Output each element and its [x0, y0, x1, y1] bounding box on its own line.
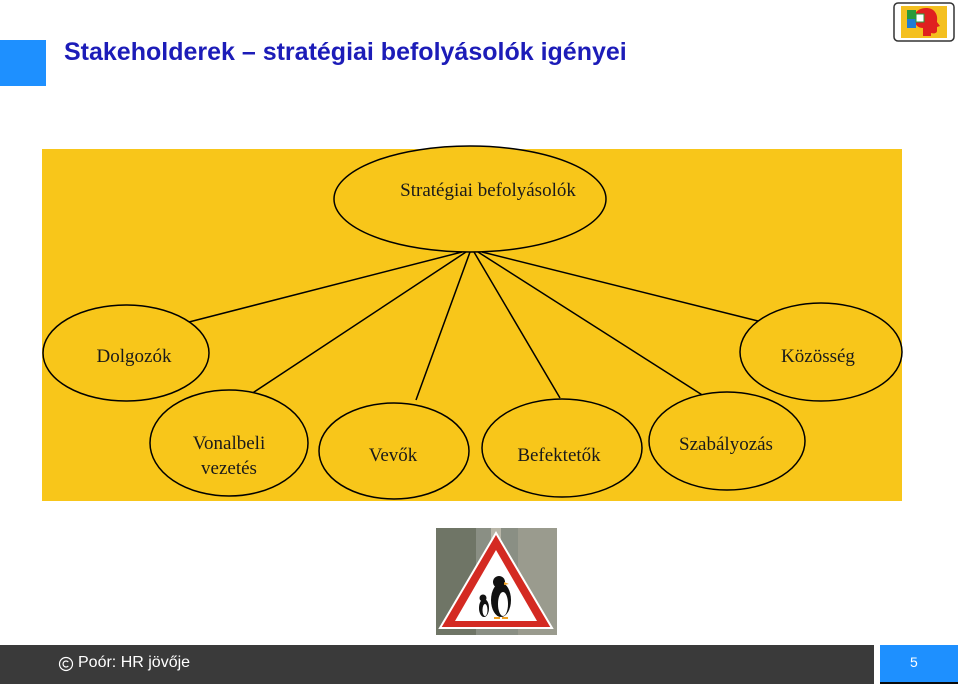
connector-lines	[188, 251, 763, 401]
node-vevok-label: Vevők	[369, 445, 418, 466]
center-node: Stratégiai befolyásolók	[333, 145, 607, 253]
node-befektetok: Befektetők	[481, 398, 643, 498]
slide-title: Stakeholderek – stratégiai befolyásolók …	[64, 38, 627, 66]
copyright-icon	[58, 656, 74, 672]
node-vevok: Vevők	[318, 402, 470, 500]
node-vonalbeli-label-1: Vonalbeli	[193, 433, 265, 454]
node-dolgozok-label: Dolgozók	[97, 346, 172, 367]
node-vonalbeli-label-2: vezetés	[201, 458, 257, 479]
page-number: 5	[910, 654, 918, 670]
node-befektetok-label: Befektetők	[517, 445, 601, 466]
node-kozosseg: Közösség	[739, 302, 903, 402]
page-number-box	[880, 645, 958, 684]
node-szabalyozas-label: Szabályozás	[679, 434, 773, 455]
footer-author-label: Poór: HR jövője	[78, 654, 191, 671]
center-label: Stratégiai befolyásolók	[400, 180, 576, 201]
node-dolgozok: Dolgozók	[42, 304, 210, 402]
footer-bar	[0, 645, 874, 684]
node-kozosseg-label: Közösség	[781, 346, 855, 367]
penguin-warning-sign-icon	[436, 528, 557, 635]
node-szabalyozas: Szabályozás	[648, 391, 806, 491]
head-puzzle-logo-icon	[893, 2, 955, 42]
footer-author: Poór: HR jövője	[56, 654, 190, 672]
node-vonalbeli-vezetes: Vonalbeli vezetés	[149, 389, 309, 497]
title-accent-square	[0, 40, 46, 86]
